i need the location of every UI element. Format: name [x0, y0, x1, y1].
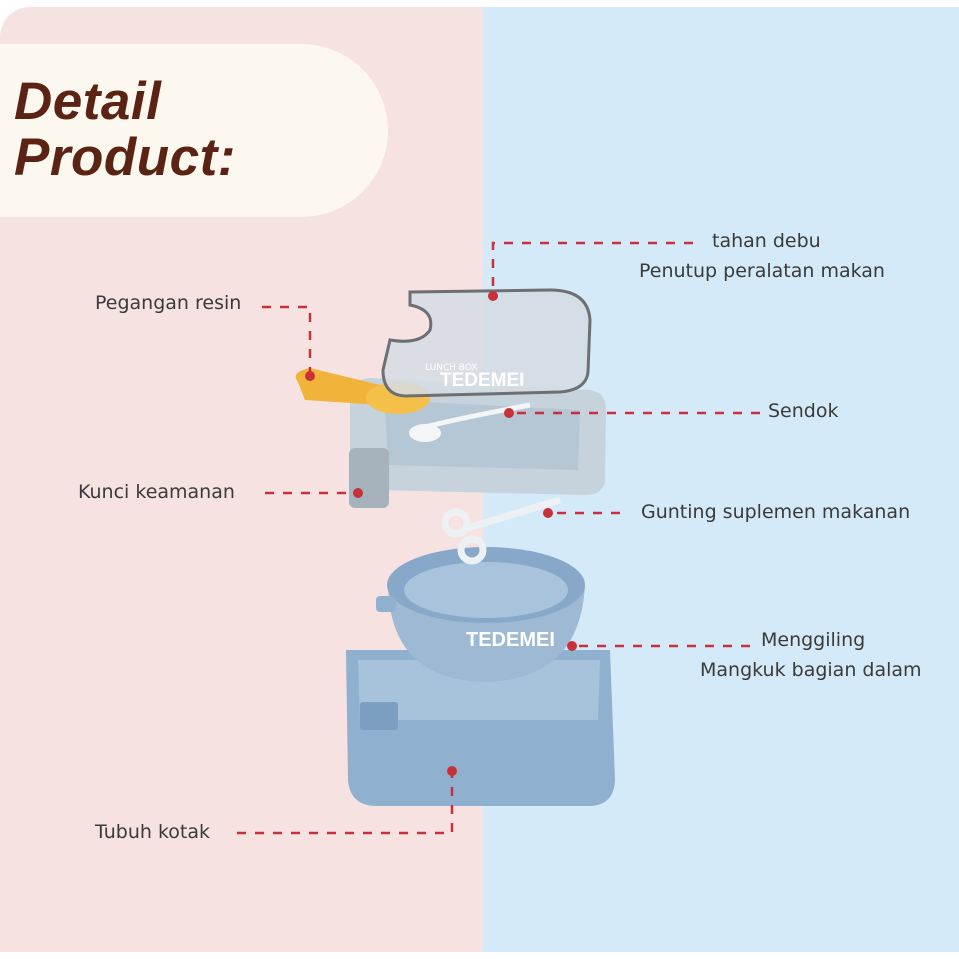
- box-body: [346, 650, 615, 806]
- callout-dot-spoon: [504, 408, 514, 418]
- title-banner: [0, 44, 388, 217]
- label-bowl-line2: Mangkuk bagian dalam: [700, 659, 922, 681]
- label-body: Tubuh kotak: [95, 821, 210, 843]
- scissors: [441, 496, 562, 565]
- callout-line-lid: [491, 241, 693, 296]
- label-lock: Kunci keamanan: [78, 481, 235, 503]
- lid-text: LUNCH BOX: [425, 363, 478, 373]
- callout-line-handle: [262, 305, 312, 376]
- callout-dot-scissors: [543, 508, 553, 518]
- page-title: Detail Product:: [14, 74, 236, 186]
- inner-bowl: TEDEMEI: [376, 547, 585, 682]
- lid: LUNCH BOX TEDEMEI: [381, 288, 592, 398]
- callout-dot-handle: [305, 371, 315, 381]
- callout-dot-bowl: [567, 641, 577, 651]
- label-lid-line1: tahan debu: [712, 230, 821, 252]
- title-line-2: Product:: [14, 128, 236, 187]
- label-scissors: Gunting suplemen makanan: [641, 501, 911, 523]
- label-bowl-line1: Menggiling: [761, 629, 866, 651]
- callout-dot-lock: [353, 488, 363, 498]
- title-line-1: Detail: [14, 72, 162, 131]
- callout-line-body: [237, 771, 454, 835]
- lid-logo: TEDEMEI: [440, 370, 524, 391]
- callout-dot-body: [447, 766, 457, 776]
- label-lid-line2: Penutup peralatan makan: [639, 260, 885, 282]
- bowl-logo: TEDEMEI: [466, 629, 555, 651]
- callout-lines: [237, 241, 760, 835]
- label-handle: Pegangan resin: [95, 292, 242, 314]
- label-spoon: Sendok: [768, 400, 839, 422]
- callout-dot-lid: [488, 291, 498, 301]
- lock-clip: [349, 448, 389, 508]
- callout-dots: [305, 291, 577, 776]
